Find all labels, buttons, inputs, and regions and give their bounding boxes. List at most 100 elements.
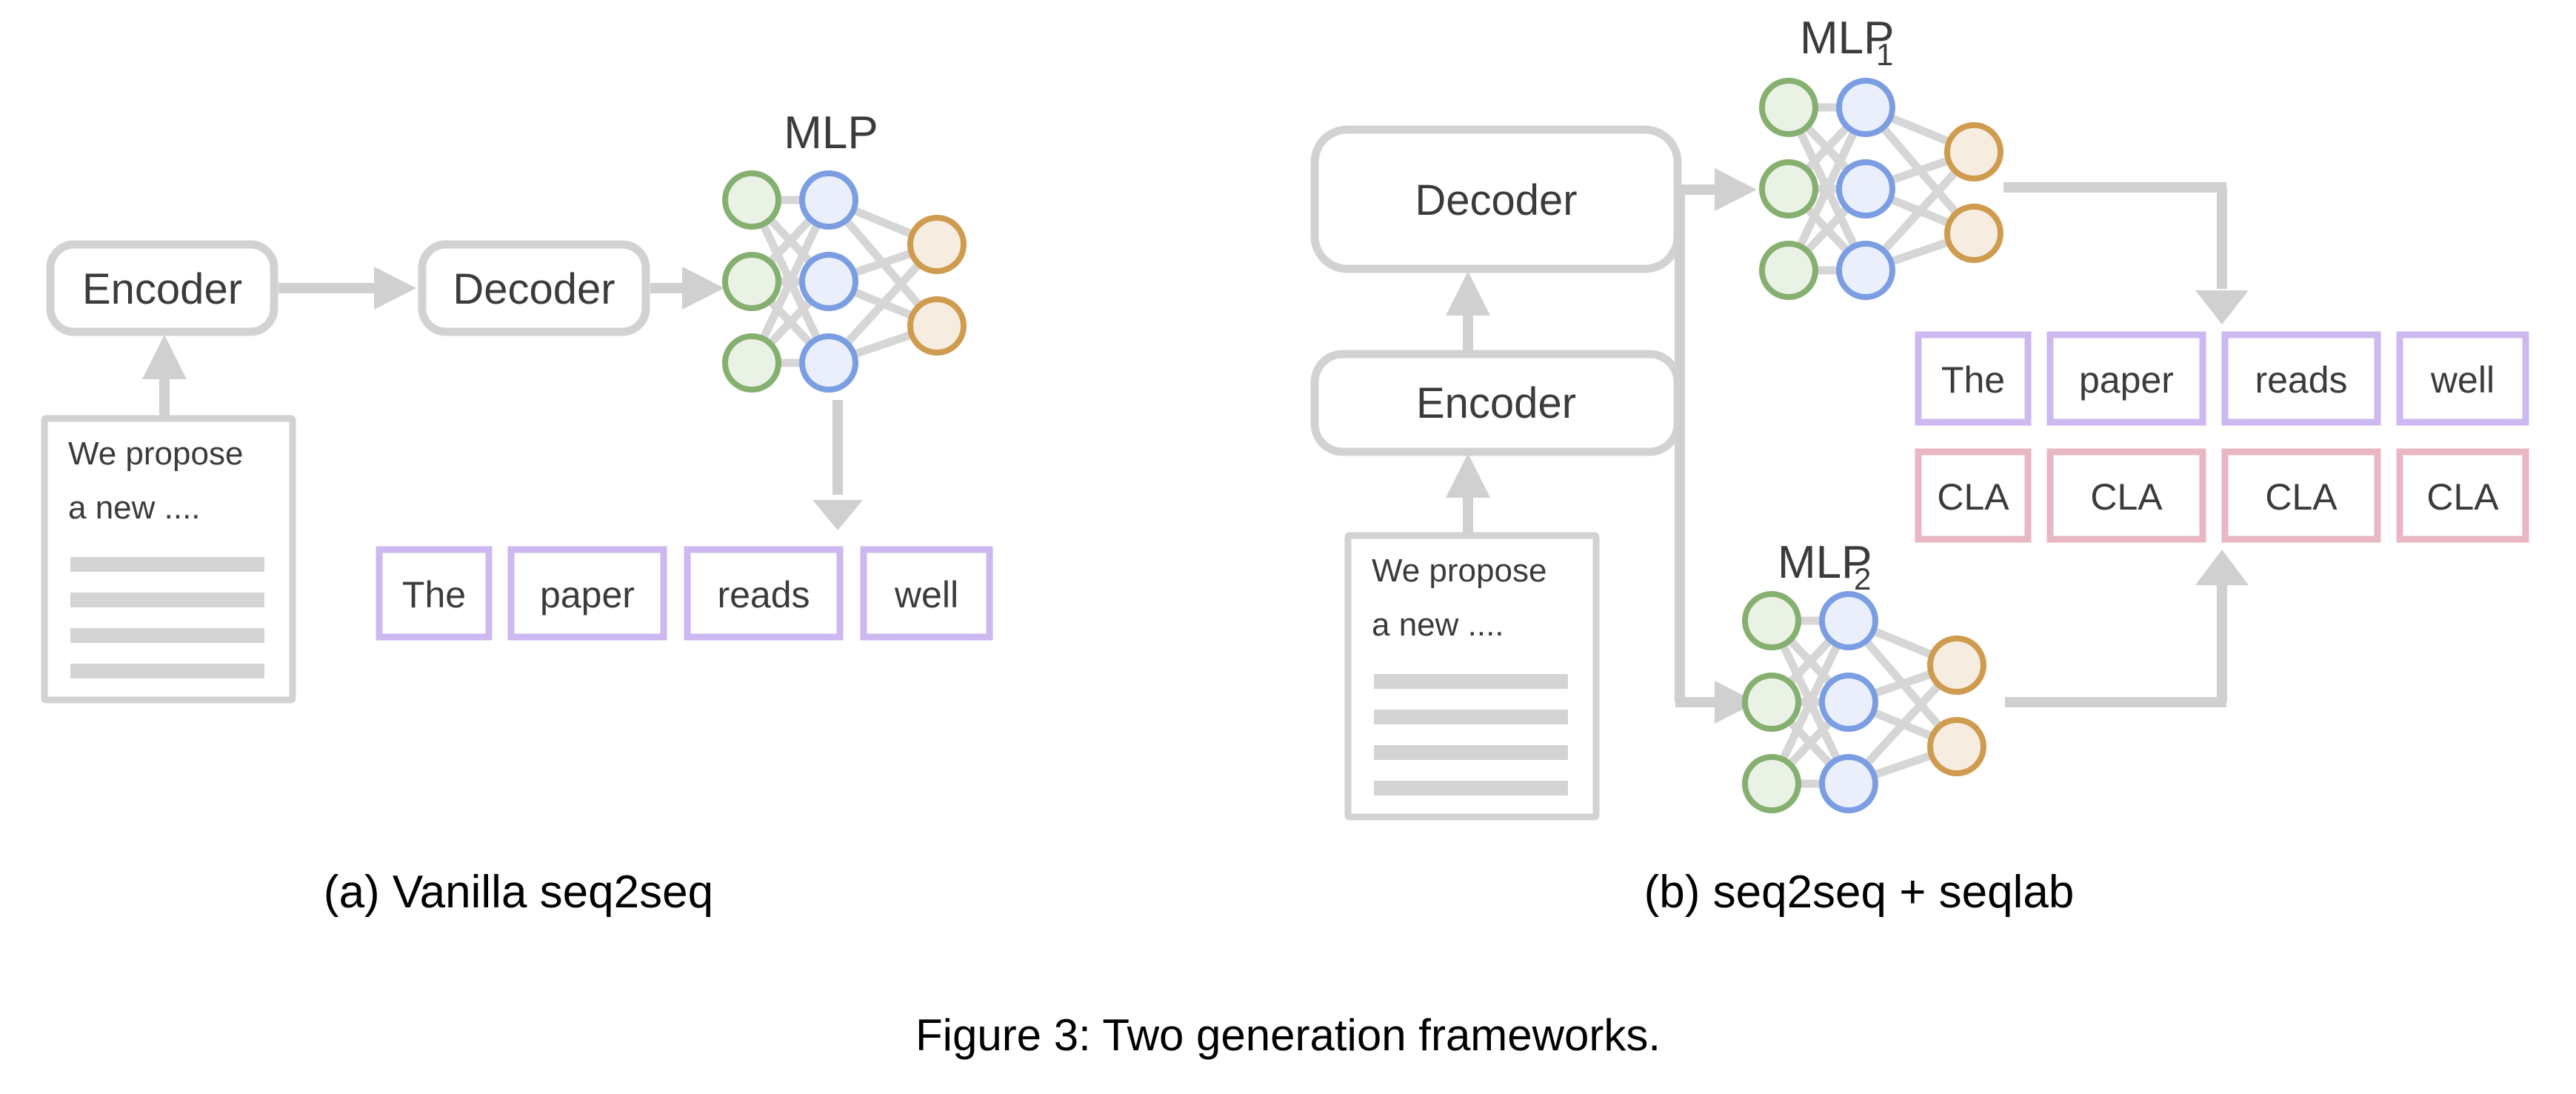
mlp1-label: MLP <box>1800 13 1894 64</box>
mlp1-hidden-layer <box>1836 78 1895 300</box>
mlp2-input-layer <box>1742 591 1801 813</box>
mlp-hidden-node <box>799 333 858 393</box>
mlp-hidden-node <box>1819 591 1878 650</box>
panel-b-label-tokens: CLA CLA CLA CLA <box>1915 448 2529 543</box>
panel-b-source-document: We propose a new .... <box>1344 532 1600 821</box>
token-label: The <box>1941 359 2005 401</box>
document-placeholder-line <box>70 664 264 678</box>
mlp1-input-layer <box>1759 78 1818 300</box>
mlp-output-node <box>1944 122 2003 181</box>
panel-b-subcaption: (b) seq2seq + seqlab <box>1644 867 2075 918</box>
document-placeholder-line <box>1374 674 1568 689</box>
label-token-text: CLA <box>2426 476 2499 518</box>
token-box[interactable]: paper <box>2046 331 2206 426</box>
document-placeholder-line <box>70 628 264 643</box>
arrow-encoder-to-decoder <box>278 267 416 310</box>
panel-a-output-tokens: The paper reads well <box>376 546 993 641</box>
token-label: reads <box>2255 359 2347 401</box>
document-placeholder-line <box>1374 745 1568 760</box>
panel-b: We propose a new .... Encoder <box>1310 13 2529 918</box>
mlp-hidden-node <box>799 252 858 311</box>
encoder-label: Encoder <box>1416 379 1576 427</box>
document-placeholder-line <box>1374 710 1568 724</box>
label-token-box[interactable]: CLA <box>2221 448 2381 543</box>
mlp1-output-layer <box>1944 122 2003 263</box>
panel-b-mlp1: MLP 1 <box>1759 13 2003 300</box>
mlp-output-node <box>1944 204 2003 263</box>
figure-caption: Figure 3: Two generation frameworks. <box>915 1010 1661 1060</box>
arrow-decoder-to-mlp <box>650 267 724 310</box>
mlp-hidden-node <box>1819 673 1878 732</box>
arrow-encoder-to-decoder <box>1446 271 1490 353</box>
mlp-hidden-node <box>1836 241 1895 300</box>
arrow-mlp-to-tokens <box>812 400 863 530</box>
panel-a: We propose a new .... Encoder <box>41 107 993 918</box>
mlp2-subscript: 2 <box>1854 561 1871 596</box>
mlp-hidden-node <box>799 170 858 230</box>
mlp-hidden-layer <box>799 170 858 393</box>
mlp-input-layer <box>722 170 781 393</box>
mlp-hidden-node <box>1836 78 1895 137</box>
mlp-input-node <box>722 252 781 311</box>
mlp-input-node <box>1742 673 1801 732</box>
decoder-label: Decoder <box>453 265 615 313</box>
mlp-output-layer <box>907 215 967 356</box>
panel-a-decoder-box[interactable]: Decoder <box>418 240 650 336</box>
mlp-output-node <box>907 296 967 356</box>
token-box[interactable]: well <box>860 546 993 641</box>
document-placeholder-line <box>1374 781 1568 796</box>
mlp2-output-layer <box>1927 636 1986 776</box>
mlp-input-node <box>1759 159 1818 219</box>
document-line-2: a new .... <box>68 490 201 526</box>
document-placeholder-line <box>70 557 264 572</box>
token-box[interactable]: The <box>1915 331 2032 426</box>
connector-decoder-branch <box>1675 168 1757 724</box>
panel-a-source-document: We propose a new .... <box>41 415 296 704</box>
label-token-box[interactable]: CLA <box>1915 448 2032 543</box>
mlp-hidden-node <box>1819 754 1878 813</box>
token-label: well <box>894 574 958 616</box>
mlp-input-node <box>1742 591 1801 650</box>
panel-a-subcaption: (a) Vanilla seq2seq <box>324 867 713 918</box>
connector-mlp2-to-label-tokens <box>2005 550 2249 707</box>
label-token-text: CLA <box>1937 476 2009 518</box>
mlp-input-node <box>1759 78 1818 137</box>
token-box[interactable]: reads <box>684 546 844 641</box>
label-token-box[interactable]: CLA <box>2396 448 2529 543</box>
mlp-hidden-node <box>1836 159 1895 219</box>
token-box[interactable]: reads <box>2221 331 2381 426</box>
mlp-output-node <box>907 215 967 274</box>
panel-a-encoder-box[interactable]: Encoder <box>46 240 278 336</box>
token-box[interactable]: well <box>2396 331 2529 426</box>
label-token-text: CLA <box>2265 476 2338 518</box>
arrow-document-to-encoder <box>142 335 187 416</box>
connector-mlp1-to-word-tokens <box>2003 182 2249 324</box>
token-label: paper <box>2079 359 2174 401</box>
token-label: paper <box>540 574 635 616</box>
token-box[interactable]: The <box>376 546 493 641</box>
mlp-input-node <box>1742 754 1801 813</box>
mlp1-subscript: 1 <box>1876 37 1893 72</box>
token-label: well <box>2430 359 2495 401</box>
panel-b-encoder-box[interactable]: Encoder <box>1310 350 1682 456</box>
decoder-label: Decoder <box>1415 176 1577 224</box>
mlp2-label: MLP <box>1778 537 1872 588</box>
mlp-output-node <box>1927 717 1986 776</box>
document-line-2: a new .... <box>1372 607 1504 643</box>
encoder-label: Encoder <box>82 265 242 313</box>
mlp-input-node <box>1759 241 1818 300</box>
document-placeholder-line <box>70 593 264 607</box>
panel-b-decoder-box[interactable]: Decoder <box>1310 125 1682 273</box>
label-token-text: CLA <box>2090 476 2163 518</box>
mlp-input-node <box>722 170 781 230</box>
mlp-label: MLP <box>784 107 878 159</box>
token-box[interactable]: paper <box>507 546 667 641</box>
panel-b-word-tokens: The paper reads well <box>1915 331 2529 426</box>
mlp-output-node <box>1927 636 1986 695</box>
mlp-input-node <box>722 333 781 393</box>
mlp2-hidden-layer <box>1819 591 1878 813</box>
arrow-document-to-encoder <box>1446 453 1490 533</box>
panel-b-mlp2: MLP 2 <box>1742 537 1986 813</box>
label-token-box[interactable]: CLA <box>2046 448 2206 543</box>
